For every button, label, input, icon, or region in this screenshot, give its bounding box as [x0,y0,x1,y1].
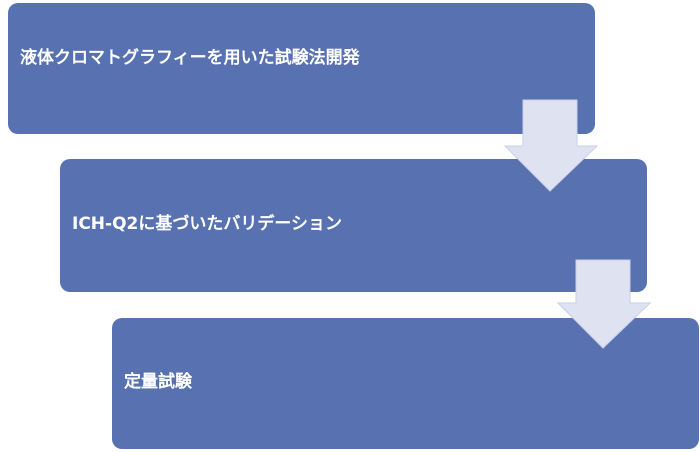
process-step-1: 液体クロマトグラフィーを用いた試験法開発 [8,3,595,134]
process-step-1-label: 液体クロマトグラフィーを用いた試験法開発 [20,47,360,68]
down-arrow-icon [503,99,599,192]
down-arrow-icon [556,259,652,349]
process-step-3-label: 定量試験 [124,371,192,392]
process-step-2-label: ICH-Q2に基づいたバリデーション [72,213,343,234]
